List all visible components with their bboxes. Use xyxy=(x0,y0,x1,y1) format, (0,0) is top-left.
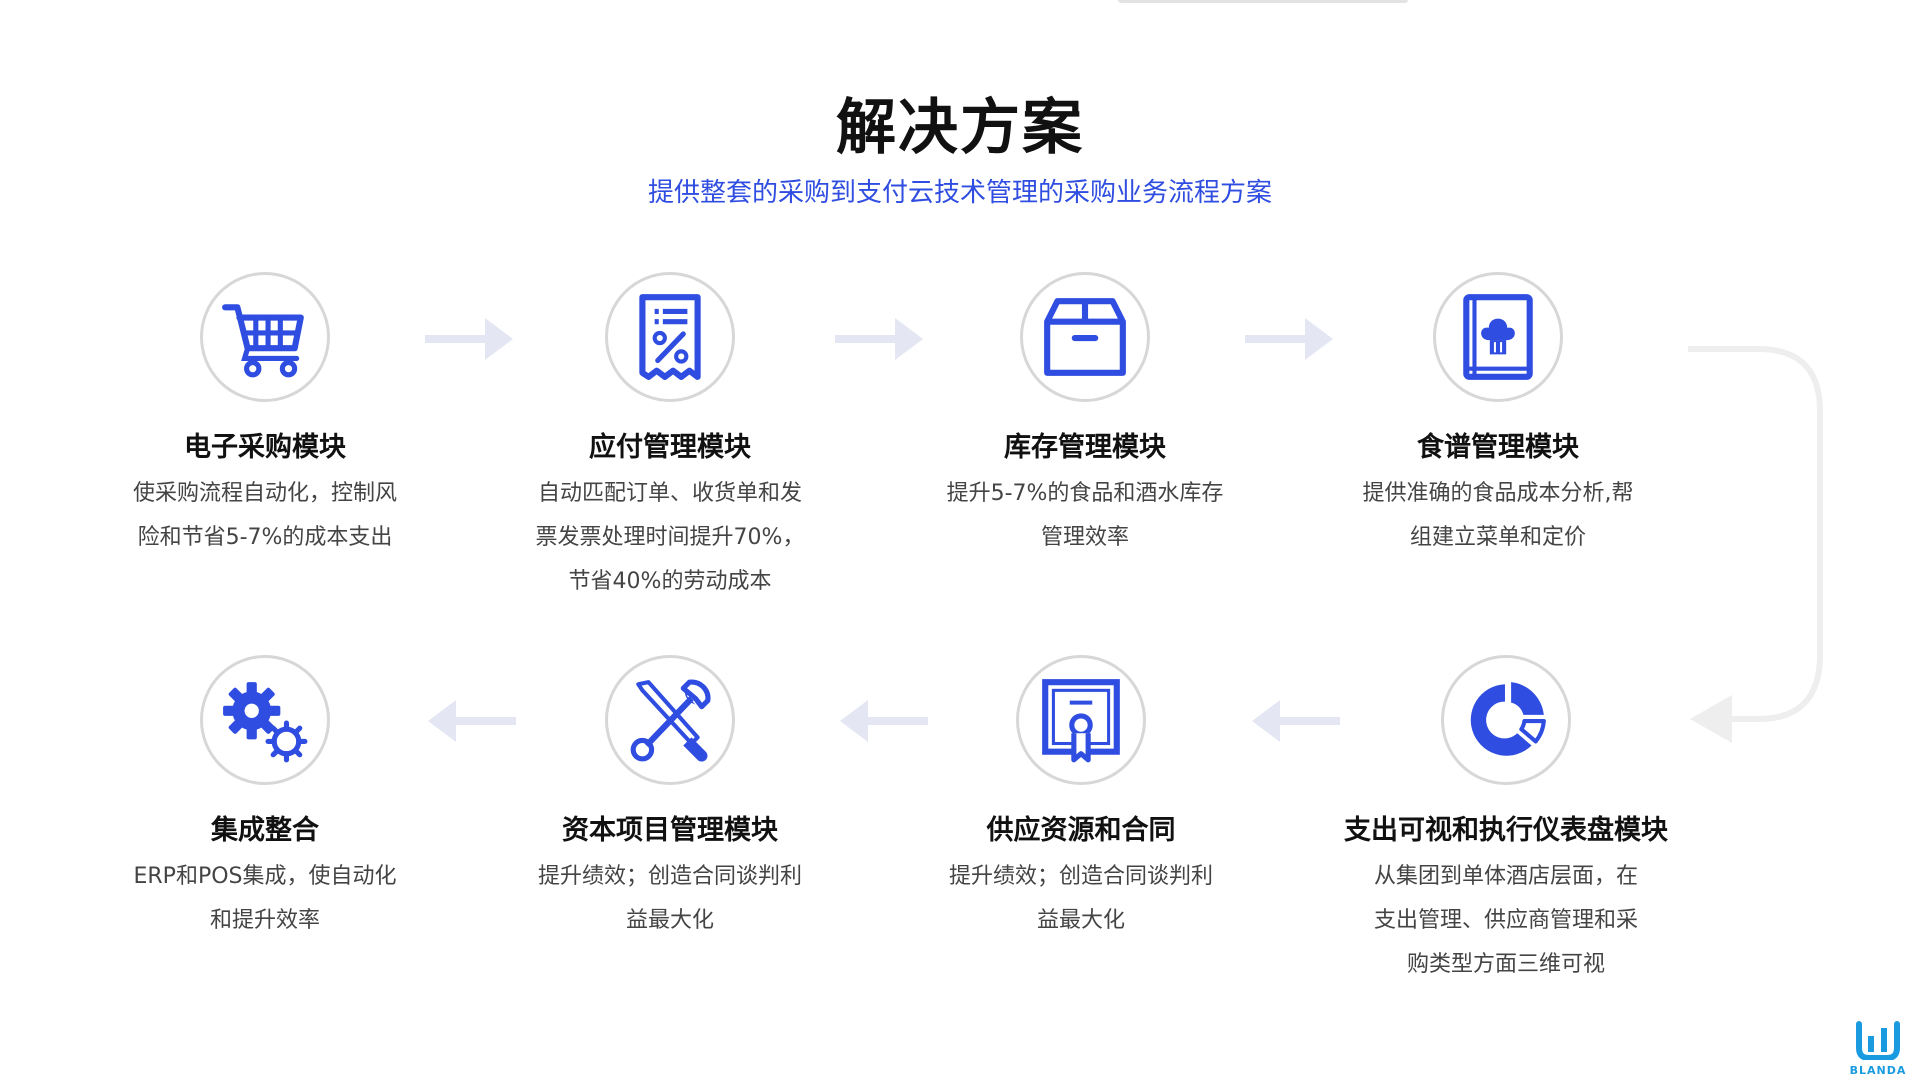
module-description: 提升绩效；创造合同谈判利益最大化 xyxy=(537,864,802,933)
module-title: 食谱管理模块 xyxy=(1417,432,1579,463)
module-integration: 集成整合 ERP和POS集成，使自动化和提升效率 xyxy=(100,655,430,943)
brand-logo: BLANDA xyxy=(1846,1020,1910,1078)
module-title: 集成整合 xyxy=(211,815,319,846)
module-title: 库存管理模块 xyxy=(1004,432,1166,463)
icon-circle xyxy=(1433,272,1563,402)
icon-circle xyxy=(1020,272,1150,402)
box-icon xyxy=(1044,298,1126,376)
shopping-cart-icon xyxy=(222,304,304,378)
arrow-right-icon xyxy=(835,318,923,360)
logo-text: BLANDA xyxy=(1849,1064,1907,1077)
module-spend-dashboard: 支出可视和执行仪表盘模块 从集团到单体酒店层面，在支出管理、供应商管理和采购类型… xyxy=(1341,655,1671,987)
recipe-book-icon xyxy=(1463,294,1533,380)
module-title: 支出可视和执行仪表盘模块 xyxy=(1344,815,1668,846)
module-description: 提升5-7%的食品和酒水库存管理效率 xyxy=(946,481,1224,550)
module-title: 供应资源和合同 xyxy=(986,815,1176,846)
logo-mark-icon xyxy=(1856,1021,1900,1061)
module-inventory: 库存管理模块 提升5-7%的食品和酒水库存管理效率 xyxy=(920,272,1250,560)
module-description: 自动匹配订单、收货单和发票发票处理时间提升70%，节省40%的劳动成本 xyxy=(535,481,805,594)
icon-circle xyxy=(605,655,735,785)
arrow-left-icon xyxy=(1252,700,1340,742)
module-description: 从集团到单体酒店层面，在支出管理、供应商管理和采购类型方面三维可视 xyxy=(1373,864,1638,977)
icon-circle xyxy=(1441,655,1571,785)
arrow-left-icon xyxy=(840,700,928,742)
module-recipe: 食谱管理模块 提供准确的食品成本分析,帮组建立菜单和定价 xyxy=(1333,272,1663,560)
module-description: 使采购流程自动化，控制风险和节省5-7%的成本支出 xyxy=(132,481,397,550)
icon-circle xyxy=(200,655,330,785)
icon-circle xyxy=(200,272,330,402)
arrow-right-icon xyxy=(425,318,513,360)
pie-chart-icon xyxy=(1470,682,1546,756)
arrow-left-icon xyxy=(428,700,516,742)
module-title: 资本项目管理模块 xyxy=(562,815,778,846)
icon-circle xyxy=(605,272,735,402)
icon-circle xyxy=(1016,655,1146,785)
top-tab-decoration xyxy=(1118,0,1408,3)
certificate-icon xyxy=(1042,679,1120,763)
arrow-right-icon xyxy=(1245,318,1333,360)
page-title: 解决方案 xyxy=(836,93,1084,163)
module-accounts-payable: 应付管理模块 自动匹配订单、收货单和发票发票处理时间提升70%，节省40%的劳动… xyxy=(505,272,835,604)
invoice-percent-icon xyxy=(639,294,701,380)
flow-connector xyxy=(1688,346,1823,743)
tools-icon xyxy=(630,679,711,762)
module-e-procurement: 电子采购模块 使采购流程自动化，控制风险和节省5-7%的成本支出 xyxy=(100,272,430,560)
page-subtitle: 提供整套的采购到支付云技术管理的采购业务流程方案 xyxy=(647,178,1272,208)
module-description: ERP和POS集成，使自动化和提升效率 xyxy=(133,864,397,933)
module-description: 提供准确的食品成本分析,帮组建立菜单和定价 xyxy=(1362,481,1634,550)
module-description: 提升绩效；创造合同谈判利益最大化 xyxy=(948,864,1213,933)
module-title: 应付管理模块 xyxy=(589,432,751,463)
module-sourcing-contracts: 供应资源和合同 提升绩效；创造合同谈判利益最大化 xyxy=(916,655,1246,943)
module-capital-projects: 资本项目管理模块 提升绩效；创造合同谈判利益最大化 xyxy=(505,655,835,943)
gears-icon xyxy=(223,682,308,763)
module-title: 电子采购模块 xyxy=(184,432,346,463)
